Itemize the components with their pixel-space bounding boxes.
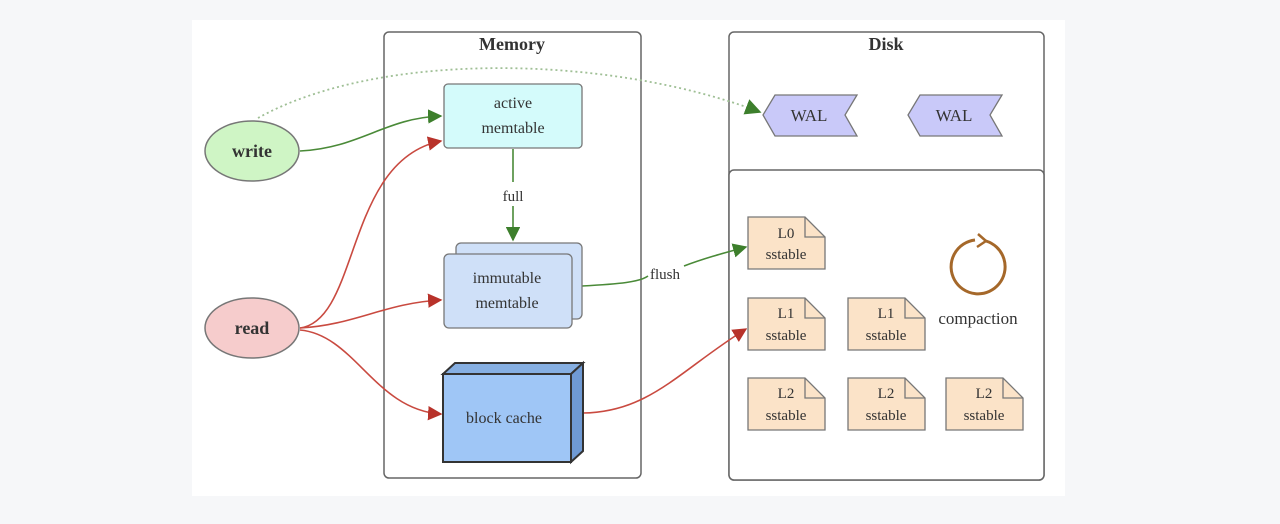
sstable-l2-c: L2 sstable — [945, 377, 1024, 431]
immutable-memtable-line2: memtable — [475, 295, 538, 312]
read-node: read — [204, 297, 300, 359]
sstable-level: L2 — [878, 386, 895, 402]
sstable-level: L1 — [878, 306, 895, 322]
wal-2: WAL — [907, 94, 1004, 137]
sstable-level: L1 — [778, 306, 795, 322]
active-memtable: active memtable — [443, 83, 583, 149]
sstable-kind: sstable — [766, 408, 807, 424]
sstable-l0: L0 sstable — [747, 216, 826, 270]
read-label: read — [235, 318, 270, 338]
write-label: write — [232, 141, 272, 161]
active-memtable-line2: memtable — [481, 120, 544, 137]
sstable-kind: sstable — [866, 408, 907, 424]
immutable-memtable: immutable memtable — [443, 242, 583, 329]
edge-read-active — [299, 136, 443, 329]
sstable-l1-a: L1 sstable — [747, 297, 826, 351]
block-cache: block cache — [440, 360, 586, 465]
edges — [257, 67, 762, 421]
write-node: write — [204, 120, 300, 182]
edge-read-immutable — [299, 293, 443, 329]
sstable-kind: sstable — [766, 247, 807, 263]
sstable-l2-a: L2 sstable — [747, 377, 826, 431]
edge-read-cache — [299, 329, 443, 421]
wal-2-label: WAL — [936, 106, 973, 125]
edge-cache-l1 — [582, 328, 748, 414]
sstable-level: L2 — [976, 386, 993, 402]
sstable-l1-b: L1 sstable — [847, 297, 926, 351]
block-cache-label: block cache — [466, 410, 542, 427]
edge-write-wal — [257, 67, 762, 119]
compaction: compaction — [938, 233, 1018, 328]
memory-title: Memory — [479, 34, 545, 54]
compaction-cycle-icon — [949, 233, 1007, 296]
sstable-l2-b: L2 sstable — [847, 377, 926, 431]
sstable-kind: sstable — [964, 408, 1005, 424]
compaction-label: compaction — [938, 309, 1018, 328]
wal-1: WAL — [762, 94, 859, 137]
wal-1-label: WAL — [791, 106, 828, 125]
active-memtable-line1: active — [494, 95, 532, 112]
edge-flush — [581, 247, 746, 287]
disk-title: Disk — [868, 34, 903, 54]
sstable-kind: sstable — [766, 328, 807, 344]
edge-label-flush: flush — [650, 267, 681, 283]
sstable-level: L0 — [778, 226, 795, 242]
sstable-kind: sstable — [866, 328, 907, 344]
edge-write-active — [299, 109, 443, 152]
immutable-memtable-line1: immutable — [473, 270, 541, 287]
edge-label-full: full — [503, 189, 524, 205]
sstable-level: L2 — [778, 386, 795, 402]
